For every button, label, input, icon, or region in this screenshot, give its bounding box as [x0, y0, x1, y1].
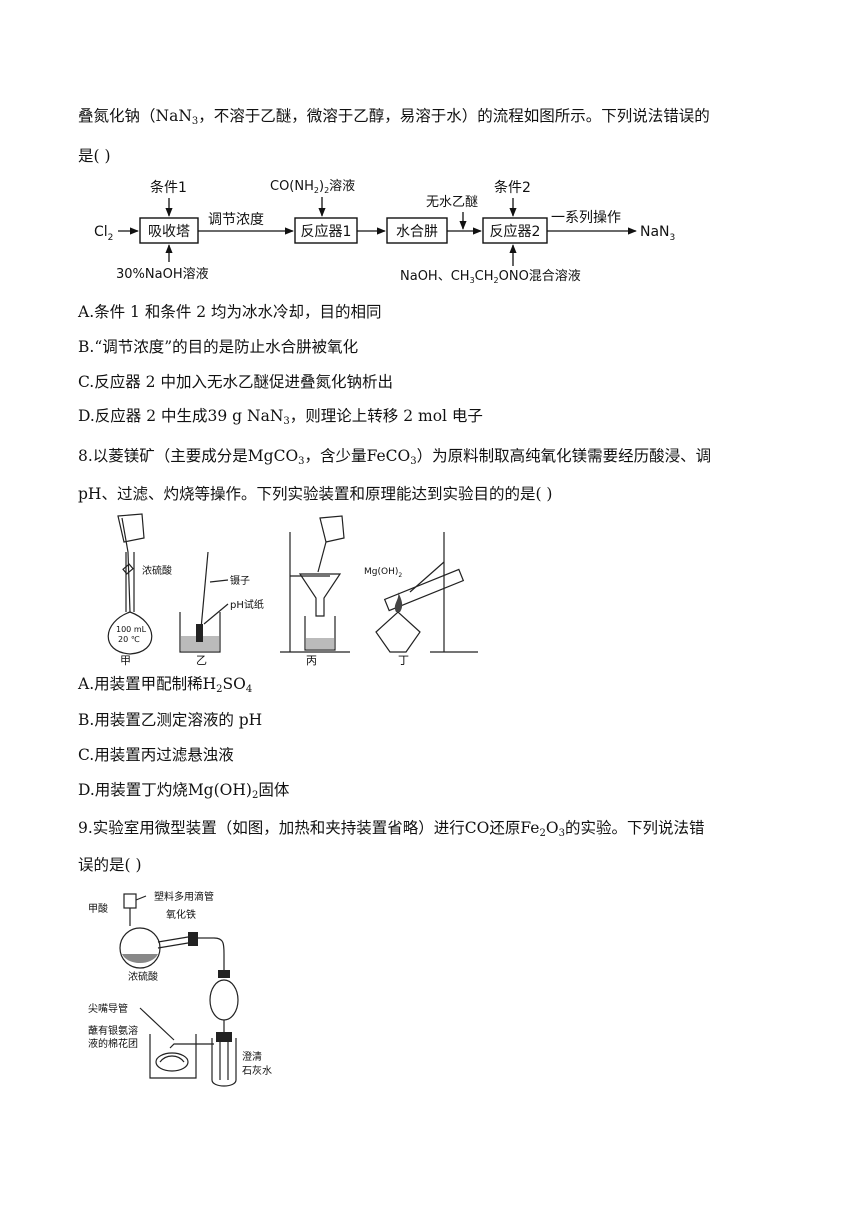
ding-caption: 丁	[398, 654, 409, 667]
apparatus-ding: Mg(OH)2 丁	[364, 532, 478, 667]
reactor1-label: 反应器1	[301, 223, 352, 240]
reactor2-label: 反应器2	[490, 223, 541, 240]
q9-apparatus-figure: 塑料多用滴管 甲酸 氧化铁 浓硫酸 尖嘴导管 蘸有银氨溶 液的棉花团 澄清 石灰…	[88, 890, 272, 1087]
flow-product-nan3: NaN3	[640, 224, 675, 243]
urea-label: CO(NH2)2溶液	[270, 179, 355, 195]
jia-caption: 甲	[120, 654, 131, 667]
q9-stem-line1: 9.实验室用微型装置（如图，加热和夹持装置省略）进行CO还原Fe2O3的实验。下…	[78, 819, 705, 839]
yi-caption: 乙	[196, 654, 207, 667]
apparatus-jia: 浓硫酸 100 mL 20 ℃ 甲	[107, 513, 172, 667]
q8-option-b[interactable]: B.用装置乙测定溶液的 pH	[78, 711, 263, 729]
absorber-label: 吸收塔	[148, 224, 190, 240]
q7-option-b[interactable]: B.“调节浓度”的目的是防止水合肼被氧化	[78, 338, 359, 356]
series-ops-label: 一系列操作	[551, 210, 621, 226]
hydrazine-label: 水合肼	[396, 224, 438, 240]
q8-apparatus-figure: 浓硫酸 100 mL 20 ℃ 甲 镊子 pH试纸 乙 丙 Mg(OH)2	[107, 513, 478, 667]
q9-dropper-label: 塑料多用滴管	[154, 890, 214, 903]
q9-sulfuric-label: 浓硫酸	[128, 970, 158, 983]
jia-acid-label: 浓硫酸	[142, 564, 172, 577]
mixture-label: NaOH、CH3CH2ONO混合溶液	[400, 269, 581, 285]
naoh-label: 30%NaOH溶液	[116, 267, 209, 282]
process-flowchart: Cl2 吸收塔 条件1 30%NaOH溶液 调节浓度 反应器1 CO(NH2)2…	[94, 179, 675, 285]
q9-cotton-label1: 蘸有银氨溶	[88, 1024, 138, 1037]
apparatus-bing: 丙	[280, 515, 350, 667]
q8-stem-line1: 8.以菱镁矿（主要成分是MgCO3，含少量FeCO3）为原料制取高纯氧化镁需要经…	[78, 447, 712, 467]
apparatus-yi: 镊子 pH试纸 乙	[179, 551, 264, 667]
ether-label: 无水乙醚	[426, 195, 478, 210]
q9-iron-oxide-label: 氧化铁	[166, 908, 196, 921]
q8-stem-line2: pH、过滤、灼烧等操作。下列实验装置和原理能达到实验目的的是( )	[78, 485, 553, 503]
q9-nozzle-label: 尖嘴导管	[88, 1002, 128, 1015]
q8-option-d[interactable]: D.用装置丁灼烧Mg(OH)2固体	[78, 781, 290, 801]
jia-flask-label1: 100 mL	[116, 625, 147, 634]
q7-option-c[interactable]: C.反应器 2 中加入无水乙醚促进叠氮化钠析出	[78, 373, 393, 391]
q9-limewater-label2: 石灰水	[242, 1064, 272, 1077]
q9-limewater-label1: 澄清	[242, 1050, 262, 1063]
q7-stem-line2: 是( )	[78, 147, 111, 165]
q7-option-d[interactable]: D.反应器 2 中生成39 g NaN3，则理论上转移 2 mol 电子	[78, 407, 483, 427]
reactor1-box	[294, 217, 358, 244]
condition1-label: 条件1	[150, 179, 187, 196]
jia-flask-label2: 20 ℃	[118, 635, 140, 644]
yi-ph-paper-label: pH试纸	[230, 598, 264, 611]
q9-stem-line2: 误的是( )	[78, 856, 142, 874]
q8-option-c[interactable]: C.用装置丙过滤悬浊液	[78, 746, 234, 764]
q8-option-a[interactable]: A.用装置甲配制稀H2SO4	[78, 675, 253, 695]
ding-mgoh2-label: Mg(OH)2	[364, 567, 402, 579]
condition2-label: 条件2	[494, 179, 531, 196]
flow-input-cl2: Cl2	[94, 224, 113, 243]
q9-cotton-label2: 液的棉花团	[88, 1037, 138, 1050]
bing-caption: 丙	[306, 654, 317, 667]
q7-option-a[interactable]: A.条件 1 和条件 2 均为冰水冷却，目的相同	[78, 303, 382, 321]
yi-tweezers-label: 镊子	[230, 575, 250, 587]
adjust-label: 调节浓度	[208, 212, 264, 228]
q7-stem-line1: 叠氮化钠（NaN3，不溶于乙醚，微溶于乙醇，易溶于水）的流程如图所示。下列说法错…	[78, 107, 710, 127]
q9-formic-acid-label: 甲酸	[88, 902, 108, 915]
